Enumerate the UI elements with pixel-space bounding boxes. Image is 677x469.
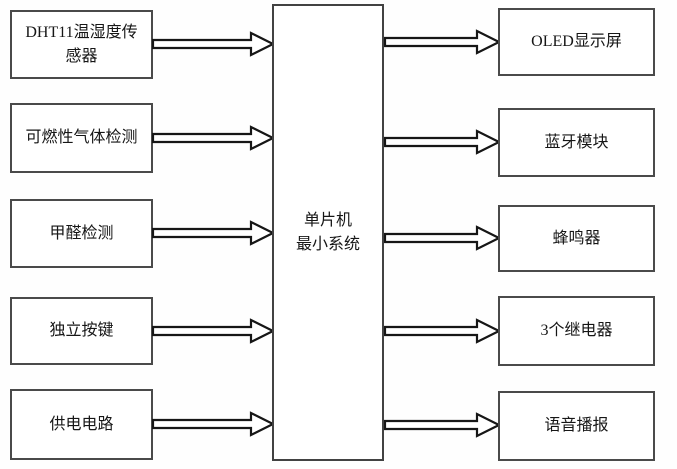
arrow-mcu-to-relays-icon (384, 318, 500, 344)
block-label: DHT11温湿度传感器 (25, 24, 138, 65)
block-label: 供电电路 (49, 415, 114, 433)
block-relays: 3个继电器 (498, 296, 655, 366)
arrow-formaldehyde-to-mcu-icon (152, 220, 274, 246)
block-independent-button: 独立按键 (10, 297, 153, 365)
block-label: 3个继电器 (540, 322, 613, 340)
arrow-mcu-to-buzzer-icon (384, 225, 500, 251)
block-label: 甲醛检测 (49, 224, 114, 242)
block-label: 蓝牙模块 (544, 133, 609, 151)
block-label: OLED显示屏 (531, 33, 622, 51)
block-buzzer: 蜂鸣器 (498, 205, 655, 272)
arrow-mcu-to-oled-icon (384, 29, 500, 55)
block-formaldehyde-detection: 甲醛检测 (10, 199, 153, 268)
block-label: 可燃性气体检测 (25, 129, 138, 147)
block-mcu-minimum-system: 单片机 最小系统 (272, 4, 384, 461)
arrow-power-to-mcu-icon (152, 411, 274, 437)
block-label: 独立按键 (49, 322, 114, 340)
block-label: 语音播报 (544, 417, 609, 435)
block-oled-display: OLED显示屏 (498, 8, 655, 76)
block-label-line: 最小系统 (295, 235, 360, 253)
arrow-gas-to-mcu-icon (152, 125, 274, 151)
block-label-line: 单片机 (303, 212, 352, 230)
arrow-dht11-to-mcu-icon (152, 31, 274, 57)
arrow-mcu-to-bluetooth-icon (384, 129, 500, 155)
block-label: 蜂鸣器 (552, 229, 601, 247)
block-bluetooth-module: 蓝牙模块 (498, 108, 655, 177)
block-voice-broadcast: 语音播报 (498, 391, 655, 461)
arrow-button-to-mcu-icon (152, 318, 274, 344)
block-gas-detection: 可燃性气体检测 (10, 103, 153, 173)
block-dht11-sensor: DHT11温湿度传感器 (10, 10, 153, 79)
arrow-mcu-to-voice-icon (384, 412, 500, 438)
block-power-circuit: 供电电路 (10, 389, 153, 460)
